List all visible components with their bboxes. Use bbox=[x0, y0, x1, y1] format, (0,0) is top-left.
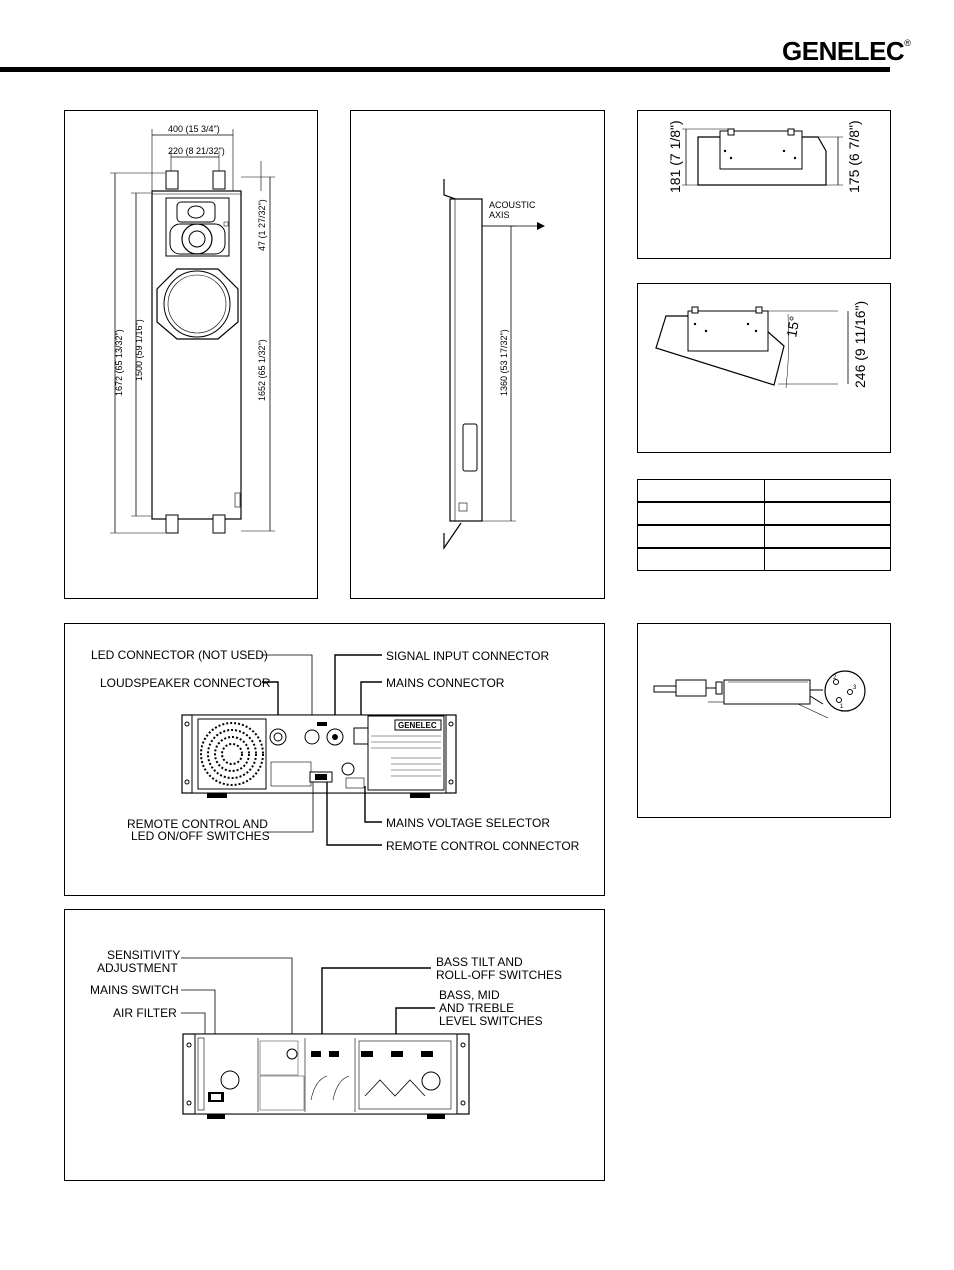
height-total-dim: 1672 (65 13/32") bbox=[114, 329, 124, 396]
amp-rear-drawing: LED CONNECTOR (NOT USED) SIGNAL INPUT CO… bbox=[91, 648, 580, 853]
amp-front-panel: SENSITIVITY ADJUSTMENT MAINS SWITCH AIR … bbox=[64, 909, 605, 1181]
xlr-drawing: 2 3 1 bbox=[653, 670, 866, 719]
remote-connector-label: REMOTE CONTROL CONNECTOR bbox=[386, 839, 580, 853]
table-row bbox=[637, 479, 891, 503]
bass-tilt-label-1: BASS TILT AND bbox=[436, 955, 523, 969]
tilt-depth-dim: 246 (9 11/16") bbox=[852, 301, 868, 388]
remote-switches-label-2: LED ON/OFF SWITCHES bbox=[131, 829, 270, 843]
top-offset-dim: 47 (1 27/32") bbox=[257, 199, 267, 251]
sensitivity-label-1: SENSITIVITY bbox=[107, 948, 180, 962]
led-connector-label: LED CONNECTOR (NOT USED) bbox=[91, 648, 268, 662]
level-label-1: BASS, MID bbox=[439, 988, 500, 1002]
logo-text: GENELEC bbox=[782, 36, 905, 66]
remote-switches-label-1: REMOTE CONTROL AND bbox=[127, 817, 268, 831]
axis-height-dim: 1360 (53 17/32") bbox=[499, 329, 509, 396]
registered-mark: ® bbox=[904, 38, 911, 49]
width-total-dim: 400 (15 3/4") bbox=[168, 124, 220, 134]
table-row bbox=[637, 524, 891, 549]
front-view-drawing: 400 (15 3/4") 220 (8 21/32") 1672 (65 13… bbox=[110, 124, 275, 534]
amp-rear-panel: LED CONNECTOR (NOT USED) SIGNAL INPUT CO… bbox=[64, 623, 605, 896]
cabinet-height-dim: 1500 (59 1/16") bbox=[134, 319, 144, 381]
mount-top-panel: 181 (7 1/8") 175 (6 7/8") bbox=[637, 110, 891, 259]
header-rule bbox=[0, 67, 890, 72]
table-row bbox=[637, 501, 891, 526]
side-view-panel: ACOUSTIC AXIS 1360 (53 17/32") bbox=[350, 110, 605, 599]
signal-input-label: SIGNAL INPUT CONNECTOR bbox=[386, 649, 549, 663]
bass-tilt-label-2: ROLL-OFF SWITCHES bbox=[436, 968, 562, 982]
xlr-pin-3: 3 bbox=[853, 685, 857, 691]
mount-tilt-drawing: 15° 246 (9 11/16") bbox=[655, 301, 868, 389]
acoustic-axis-label-1: ACOUSTIC bbox=[489, 200, 536, 210]
front-view-panel: 400 (15 3/4") 220 (8 21/32") 1672 (65 13… bbox=[64, 110, 318, 599]
bracket-spacing-dim: 220 (8 21/32") bbox=[168, 146, 225, 156]
bracket-height-dim: 1652 (65 1/32") bbox=[257, 339, 267, 401]
side-view-drawing: ACOUSTIC AXIS 1360 (53 17/32") bbox=[443, 179, 545, 550]
table-row bbox=[637, 547, 891, 571]
acoustic-axis-label-2: AXIS bbox=[489, 210, 510, 220]
air-filter-label: AIR FILTER bbox=[113, 1006, 177, 1020]
mains-connector-label: MAINS CONNECTOR bbox=[386, 676, 505, 690]
level-label-2: AND TREBLE bbox=[439, 1001, 514, 1015]
plate-brand: GENELEC bbox=[398, 721, 437, 730]
mains-switch-label: MAINS SWITCH bbox=[90, 983, 179, 997]
mains-voltage-label: MAINS VOLTAGE SELECTOR bbox=[386, 816, 550, 830]
mount-tilt-panel: 15° 246 (9 11/16") bbox=[637, 283, 891, 453]
amp-front-drawing: SENSITIVITY ADJUSTMENT MAINS SWITCH AIR … bbox=[90, 948, 562, 1119]
tilt-angle: 15° bbox=[783, 315, 802, 339]
mount-right-dim: 175 (6 7/8") bbox=[846, 120, 862, 193]
loudspeaker-connector-label: LOUDSPEAKER CONNECTOR bbox=[100, 676, 271, 690]
level-label-3: LEVEL SWITCHES bbox=[439, 1014, 543, 1028]
xlr-panel: 2 3 1 bbox=[637, 623, 891, 818]
mount-top-drawing: 181 (7 1/8") 175 (6 7/8") bbox=[667, 120, 862, 193]
mount-left-dim: 181 (7 1/8") bbox=[667, 120, 683, 193]
genelec-logo: GENELEC® bbox=[782, 36, 911, 67]
sensitivity-label-2: ADJUSTMENT bbox=[97, 961, 178, 975]
xlr-pin-1: 1 bbox=[840, 704, 844, 710]
spec-table bbox=[637, 479, 891, 571]
xlr-pin-2: 2 bbox=[833, 675, 837, 681]
